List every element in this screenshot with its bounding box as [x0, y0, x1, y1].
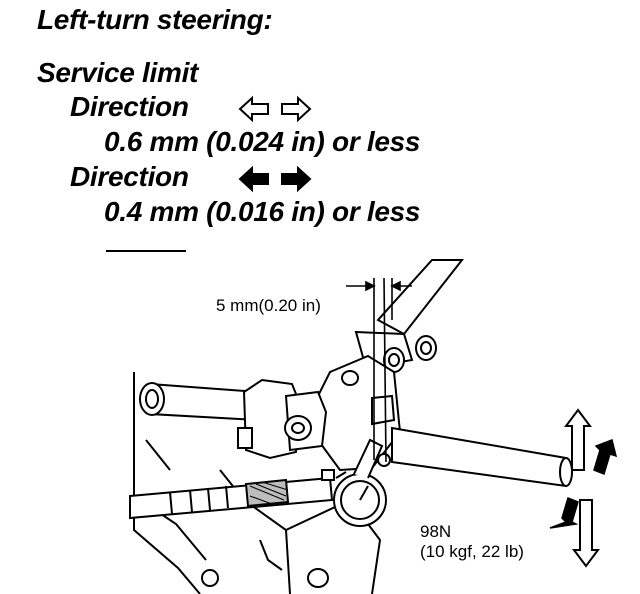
outline-down-arrow-icon	[572, 499, 600, 568]
force-label-imperial: (10 kgf, 22 lb)	[420, 542, 524, 561]
gauge-stand-arm	[129, 476, 334, 520]
limit-value-1: 0.6 mm (0.024 in) or less	[104, 126, 421, 157]
dial-gauge	[321, 438, 391, 527]
service-limit-label: Service limit	[37, 57, 199, 88]
mounting-clamp	[237, 378, 328, 460]
steering-shaft	[354, 259, 465, 370]
outline-up-arrow-icon	[564, 408, 592, 471]
solid-up-right-arrow-icon	[593, 439, 618, 476]
page-title: Left-turn steering:	[37, 4, 273, 35]
solid-down-left-arrow-icon	[549, 496, 579, 529]
force-label-newtons: 98N	[420, 522, 452, 541]
outline-left-right-arrows-icon	[238, 95, 312, 123]
rack-bar	[391, 426, 573, 488]
solid-left-right-arrows-icon	[238, 165, 312, 193]
offset-dimension-label: 5 mm(0.20 in)	[216, 296, 321, 315]
reference-lines	[346, 277, 412, 463]
limit-value-2: 0.4 mm (0.016 in) or less	[104, 196, 421, 227]
gearbox-housing	[314, 354, 402, 472]
direction-label-2: Direction	[70, 161, 189, 192]
direction-label-1: Direction	[70, 91, 189, 122]
shaft-joint	[383, 335, 437, 373]
rack-housing-tube	[139, 382, 259, 422]
